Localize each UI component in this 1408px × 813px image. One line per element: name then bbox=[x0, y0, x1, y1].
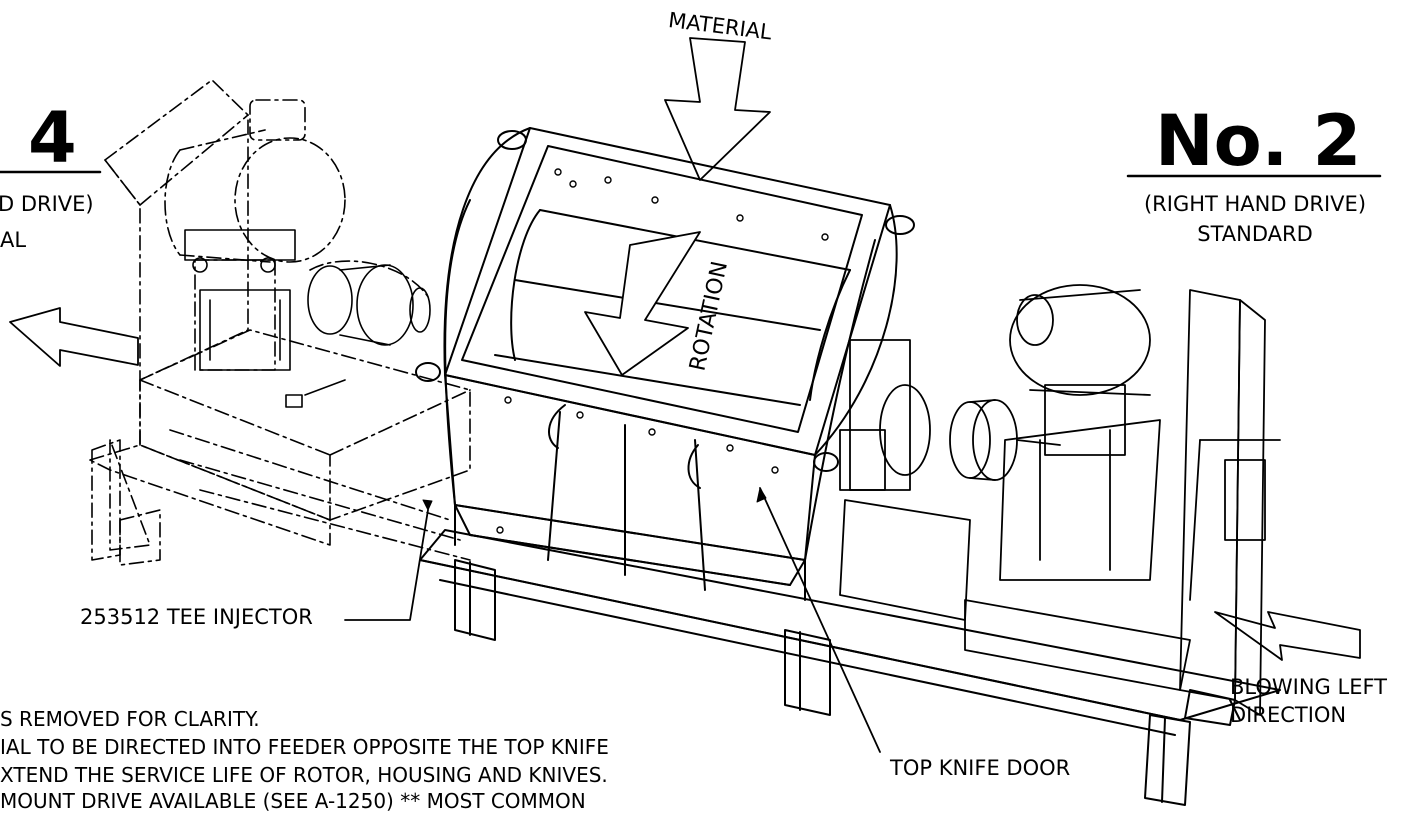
base-frame bbox=[419, 529, 1281, 806]
note-line-2: IAL TO BE DIRECTED INTO FEEDER OPPOSITE … bbox=[0, 735, 609, 759]
right-arrangement-number: No. 2 bbox=[1155, 100, 1362, 182]
material-arrow bbox=[664, 37, 771, 181]
blowing-direction-arrow-right bbox=[1214, 611, 1361, 661]
right-drive-label: (RIGHT HAND DRIVE) bbox=[1143, 192, 1367, 216]
rotation-label: ROTATION bbox=[685, 259, 733, 373]
blowing-direction-label-line1: BLOWING LEFT bbox=[1230, 675, 1388, 699]
left-bearing-coupling bbox=[184, 229, 431, 408]
top-knife-door-callout: TOP KNIFE DOOR bbox=[890, 756, 1071, 780]
note-line-3: XTEND THE SERVICE LIFE OF ROTOR, HOUSING… bbox=[0, 763, 608, 787]
rotation-arrow bbox=[584, 231, 701, 376]
note-line-1: S REMOVED FOR CLARITY. bbox=[0, 707, 260, 731]
note-line-4: MOUNT DRIVE AVAILABLE (SEE A-1250) ** MO… bbox=[0, 789, 586, 813]
tee-injector-callout: 253512 TEE INJECTOR bbox=[80, 605, 313, 629]
blowing-direction-arrow-left bbox=[9, 307, 139, 367]
blowing-direction-label-line2: DIRECTION bbox=[1230, 703, 1347, 727]
left-drive-phantom bbox=[89, 79, 471, 566]
right-drive bbox=[839, 284, 1281, 716]
left-arrangement-number: 4 bbox=[28, 97, 77, 179]
right-type-label: STANDARD bbox=[1197, 222, 1313, 246]
left-type-label: AL bbox=[0, 228, 27, 252]
left-drive-label: D DRIVE) bbox=[0, 192, 94, 216]
feeder-housing bbox=[415, 127, 915, 601]
